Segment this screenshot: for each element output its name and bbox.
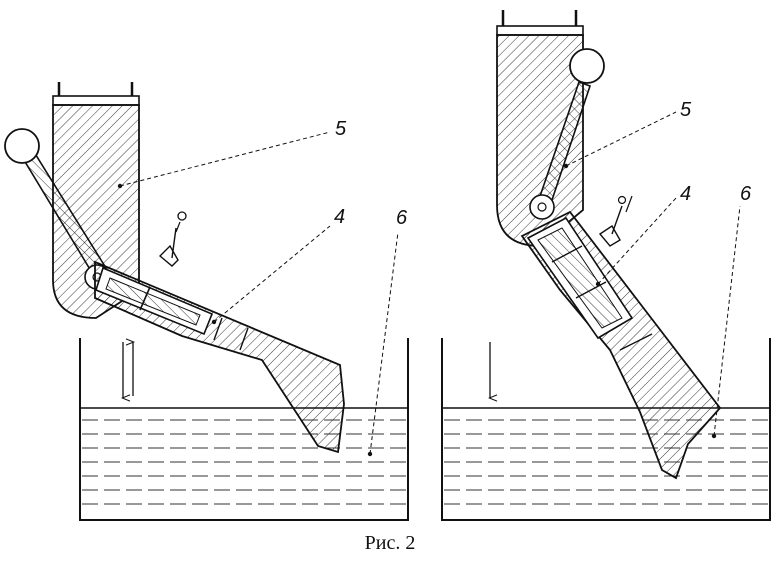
callout-right-5: 5 (680, 99, 692, 121)
figure-caption: Рис. 2 (0, 532, 780, 555)
left-view: 5 4 6 (5, 82, 408, 520)
callout-right-4: 4 (680, 183, 691, 205)
right-casting (522, 196, 720, 478)
right-tank (442, 338, 770, 520)
left-liquid-lines (82, 420, 406, 504)
callout-left-4: 4 (334, 206, 345, 228)
callout-left-5: 5 (335, 118, 347, 140)
left-motion-arrows (123, 342, 133, 398)
callout-left-6: 6 (396, 207, 408, 229)
left-tank (80, 338, 408, 520)
right-liquid-lines (444, 420, 768, 504)
callout-right-6: 6 (740, 183, 752, 205)
right-view: 5 4 6 (442, 10, 770, 520)
